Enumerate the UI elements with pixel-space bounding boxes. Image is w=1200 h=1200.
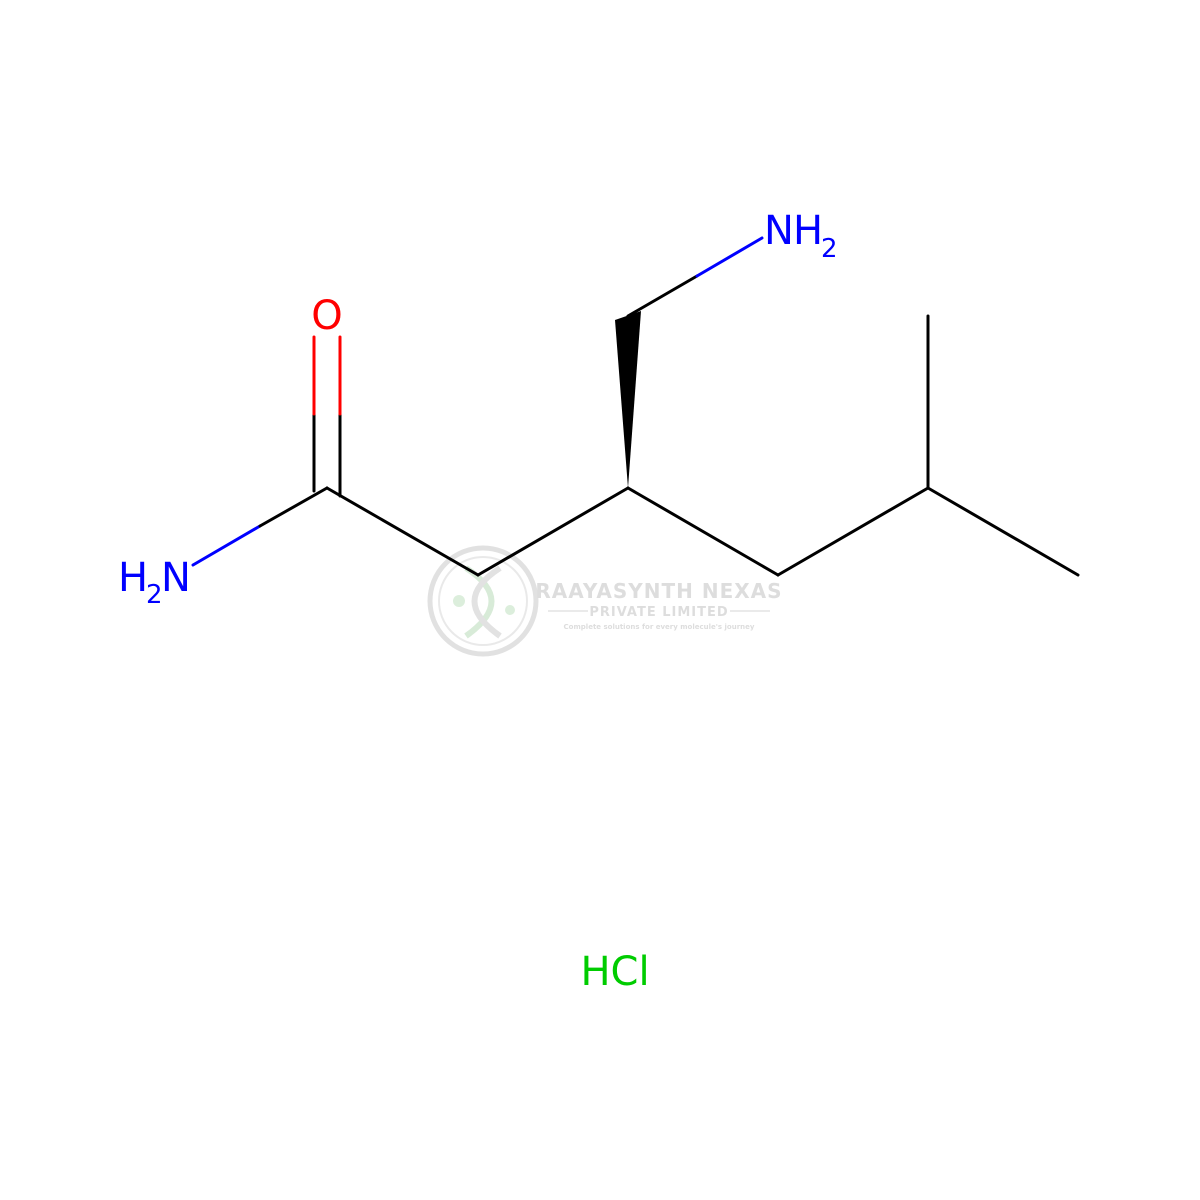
watermark-logo-icon — [427, 545, 539, 657]
watermark-tagline: Complete solutions for every molecule's … — [564, 623, 755, 631]
bond-c5-methyl-right — [926, 486, 1080, 577]
watermark-company-type: PRIVATE LIMITED — [589, 605, 728, 620]
bonds — [191, 236, 1080, 577]
bond-n-c-amide-n-part — [191, 524, 262, 567]
watermark: RAAYASYNTH NEXAS PRIVATE LIMITED Complet… — [427, 545, 782, 657]
salt-label-hcl: HCl — [580, 949, 649, 995]
bond-c1-c2 — [325, 486, 480, 577]
bond-c2-c3 — [476, 486, 630, 577]
watermark-company-name: RAAYASYNTH NEXAS — [535, 579, 782, 603]
amide-nitrogen-symbol: N — [161, 555, 191, 601]
stereo-wedge-bond — [615, 311, 641, 488]
amide-hydrogen-symbol: H — [118, 555, 148, 601]
atom-label-carbonyl-oxygen: O — [311, 293, 342, 339]
amine-nitrogen-symbol: N — [764, 208, 794, 254]
bond-c3-c4 — [626, 486, 780, 577]
bond-n-c-amide-c-part — [258, 486, 329, 528]
amide-hydrogen-count: 2 — [146, 580, 163, 610]
amine-hydrogen-symbol: H — [793, 208, 823, 254]
bond-ch2-n-n-part — [695, 236, 764, 278]
atom-label-amide-nh2: H 2 N — [118, 555, 191, 610]
bond-c4-c5 — [776, 486, 930, 577]
amine-hydrogen-count: 2 — [821, 234, 838, 264]
bond-ch2-n-c-part — [626, 274, 699, 318]
atom-label-amine-nh2: N H 2 — [764, 208, 838, 264]
